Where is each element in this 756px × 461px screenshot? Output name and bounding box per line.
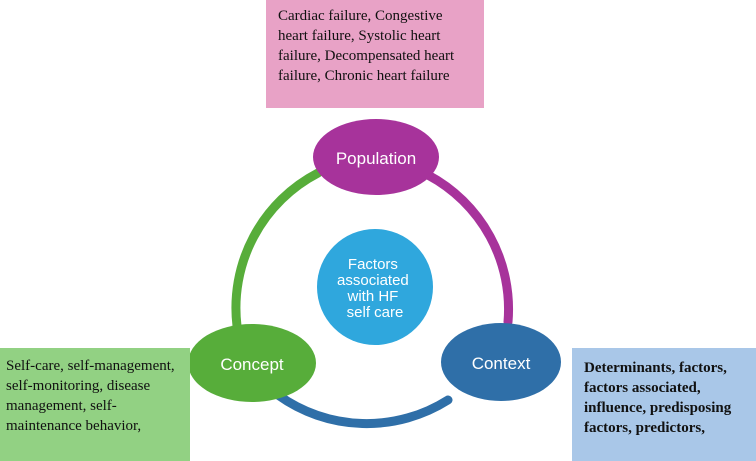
svg-text:Factors associated: Factors associated with HF self care	[337, 256, 413, 321]
context-box-text: Determinants, factors, factors associate…	[584, 360, 732, 436]
context-label: Context	[472, 354, 531, 373]
center-line-2: associated	[337, 272, 409, 289]
concept-node: Concept	[188, 324, 316, 402]
context-box: Determinants, factors, factors associate…	[572, 348, 756, 461]
concept-label: Concept	[220, 355, 284, 374]
arc-population-context	[423, 170, 514, 327]
population-box: Cardiac failure, Congestive heart failur…	[266, 0, 484, 108]
center-line-3: with HF	[346, 288, 398, 305]
population-label: Population	[336, 149, 416, 168]
center-node: Factors associated with HF self care	[317, 229, 433, 345]
concept-box-text: Self-care, self-management, self-monitor…	[6, 358, 175, 434]
arc-context-concept	[273, 390, 453, 429]
concept-box: Self-care, self-management, self-monitor…	[0, 348, 190, 461]
center-line-1: Factors	[348, 256, 398, 273]
arc-concept-population	[231, 168, 323, 331]
center-line-4: self care	[347, 304, 404, 321]
population-box-text: Cardiac failure, Congestive heart failur…	[278, 8, 455, 84]
context-node: Context	[441, 323, 561, 401]
population-node: Population	[313, 119, 439, 195]
